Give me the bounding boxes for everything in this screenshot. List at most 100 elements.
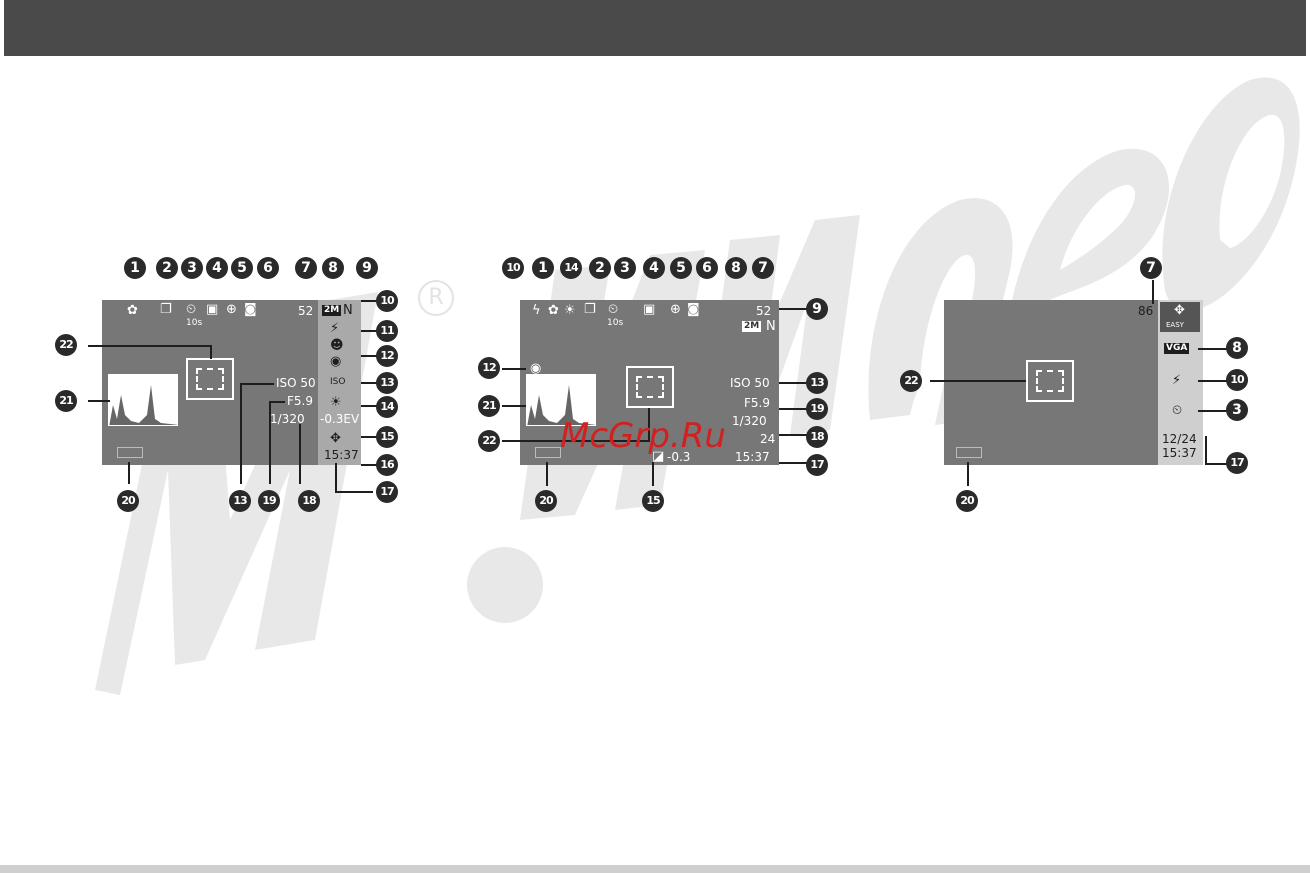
- callout-8: 8: [322, 257, 344, 279]
- callout-7: 7: [752, 257, 774, 279]
- histogram-graph: [109, 385, 177, 425]
- callout-5: 5: [231, 257, 253, 279]
- leader-line: [361, 464, 377, 466]
- callout-1: 1: [532, 257, 554, 279]
- leader-line: [967, 462, 969, 486]
- callout-5: 5: [670, 257, 692, 279]
- continuous-shutter-icon: ❐: [160, 302, 172, 317]
- image-size-indicator: VGA: [1164, 343, 1190, 354]
- flash-icon: ϟ: [532, 303, 541, 318]
- metering-mode-icon: ◙: [244, 302, 257, 317]
- battery-icon: [956, 447, 982, 458]
- leader-line: [779, 382, 807, 384]
- aperture-value: F5.9: [287, 394, 313, 408]
- histogram: [526, 374, 596, 426]
- leader-line: [361, 330, 377, 332]
- digital-zoom-icon: ⊕: [670, 302, 681, 317]
- shots-remaining: 52: [756, 304, 772, 318]
- iso-value: ISO 50: [730, 376, 770, 390]
- leader-line: [546, 462, 548, 486]
- registered-mark: R: [418, 280, 454, 316]
- callout-14: 14: [376, 396, 398, 418]
- exposure-compensation-value: -0.3EV: [320, 412, 360, 426]
- leader-line: [1205, 463, 1227, 465]
- callout-17: 17: [1226, 452, 1248, 474]
- leader-line: [779, 434, 807, 436]
- battery-icon: [117, 447, 143, 458]
- screen-1-side-panel: [318, 300, 361, 465]
- callout-15: 15: [642, 490, 664, 512]
- aperture-value: F5.9: [744, 396, 770, 410]
- focus-frame: [1036, 370, 1064, 392]
- header-bar: [4, 0, 1306, 56]
- image-quality-icon: ▣: [206, 302, 219, 317]
- anti-shake-icon: ◉: [330, 354, 342, 369]
- date-value: 24: [760, 432, 776, 446]
- focus-frame-box: [186, 358, 234, 400]
- callout-10: 10: [502, 257, 524, 279]
- leader-line: [269, 401, 285, 403]
- self-timer-icon: ⏲: [186, 302, 197, 317]
- easy-mode-label: EASY: [1166, 321, 1184, 329]
- shots-remaining: 52: [298, 304, 314, 318]
- focus-frame-box: [626, 366, 674, 408]
- flash-mode-icon: ⚡: [330, 321, 340, 336]
- leader-line: [88, 345, 212, 347]
- callout-7: 7: [295, 257, 317, 279]
- shutter-speed-value: 1/320: [270, 412, 305, 426]
- leader-line: [240, 383, 242, 484]
- callout-20: 20: [117, 490, 139, 512]
- leader-line: [335, 463, 337, 491]
- iso-value: ISO 50: [276, 376, 316, 390]
- panel-time: 15:37: [324, 448, 359, 462]
- easy-mode-tab: [1160, 302, 1200, 332]
- exposure-compensation-icon: ◪: [652, 449, 665, 464]
- focus-frame: [636, 376, 664, 398]
- histogram-graph: [527, 385, 595, 425]
- image-quality-indicator-icon: N: [766, 319, 776, 334]
- leader-line: [335, 491, 373, 493]
- leader-line: [502, 405, 526, 407]
- shutter-speed-value: 1/320: [732, 414, 767, 428]
- easy-mode-icon: ✥: [1174, 303, 1185, 318]
- leader-line: [361, 300, 377, 302]
- image-size-indicator: 2M: [322, 305, 342, 316]
- best-shot-icon: ✥: [330, 431, 341, 446]
- callout-4: 4: [206, 257, 228, 279]
- leader-line: [652, 462, 654, 486]
- callout-14: 14: [560, 257, 582, 279]
- callout-21: 21: [478, 395, 500, 417]
- self-timer-seconds: 10s: [607, 318, 624, 328]
- leader-line: [502, 440, 650, 442]
- callout-9: 9: [356, 257, 378, 279]
- callout-3: 3: [181, 257, 203, 279]
- callout-22: 22: [478, 430, 500, 452]
- callout-20: 20: [535, 490, 557, 512]
- time-value: 15:37: [1162, 446, 1197, 460]
- callout-19: 19: [258, 490, 280, 512]
- flash-mode-icon: ⚡: [1172, 373, 1182, 388]
- callout-13: 13: [806, 372, 828, 394]
- callout-10: 10: [1226, 369, 1248, 391]
- callout-12: 12: [478, 357, 500, 379]
- callout-18: 18: [298, 490, 320, 512]
- callout-10: 10: [376, 290, 398, 312]
- panel-iso-label: ISO: [330, 377, 346, 387]
- leader-line: [269, 401, 271, 484]
- leader-line: [779, 408, 807, 410]
- shots-remaining: 86: [1138, 304, 1154, 318]
- time-value: 15:37: [735, 450, 770, 464]
- macro-icon: ✿: [548, 303, 559, 318]
- leader-line: [361, 405, 377, 407]
- battery-icon: [535, 447, 561, 458]
- leader-line: [128, 462, 130, 484]
- white-balance-icon: ☀: [564, 303, 576, 318]
- callout-22: 22: [900, 370, 922, 392]
- callout-19: 19: [806, 398, 828, 420]
- leader-line: [502, 368, 526, 370]
- face-detection-icon: ☻: [330, 338, 344, 353]
- focus-frame-box: [1026, 360, 1074, 402]
- leader-line: [299, 424, 301, 484]
- leader-line: [88, 400, 110, 402]
- leader-line: [361, 382, 377, 384]
